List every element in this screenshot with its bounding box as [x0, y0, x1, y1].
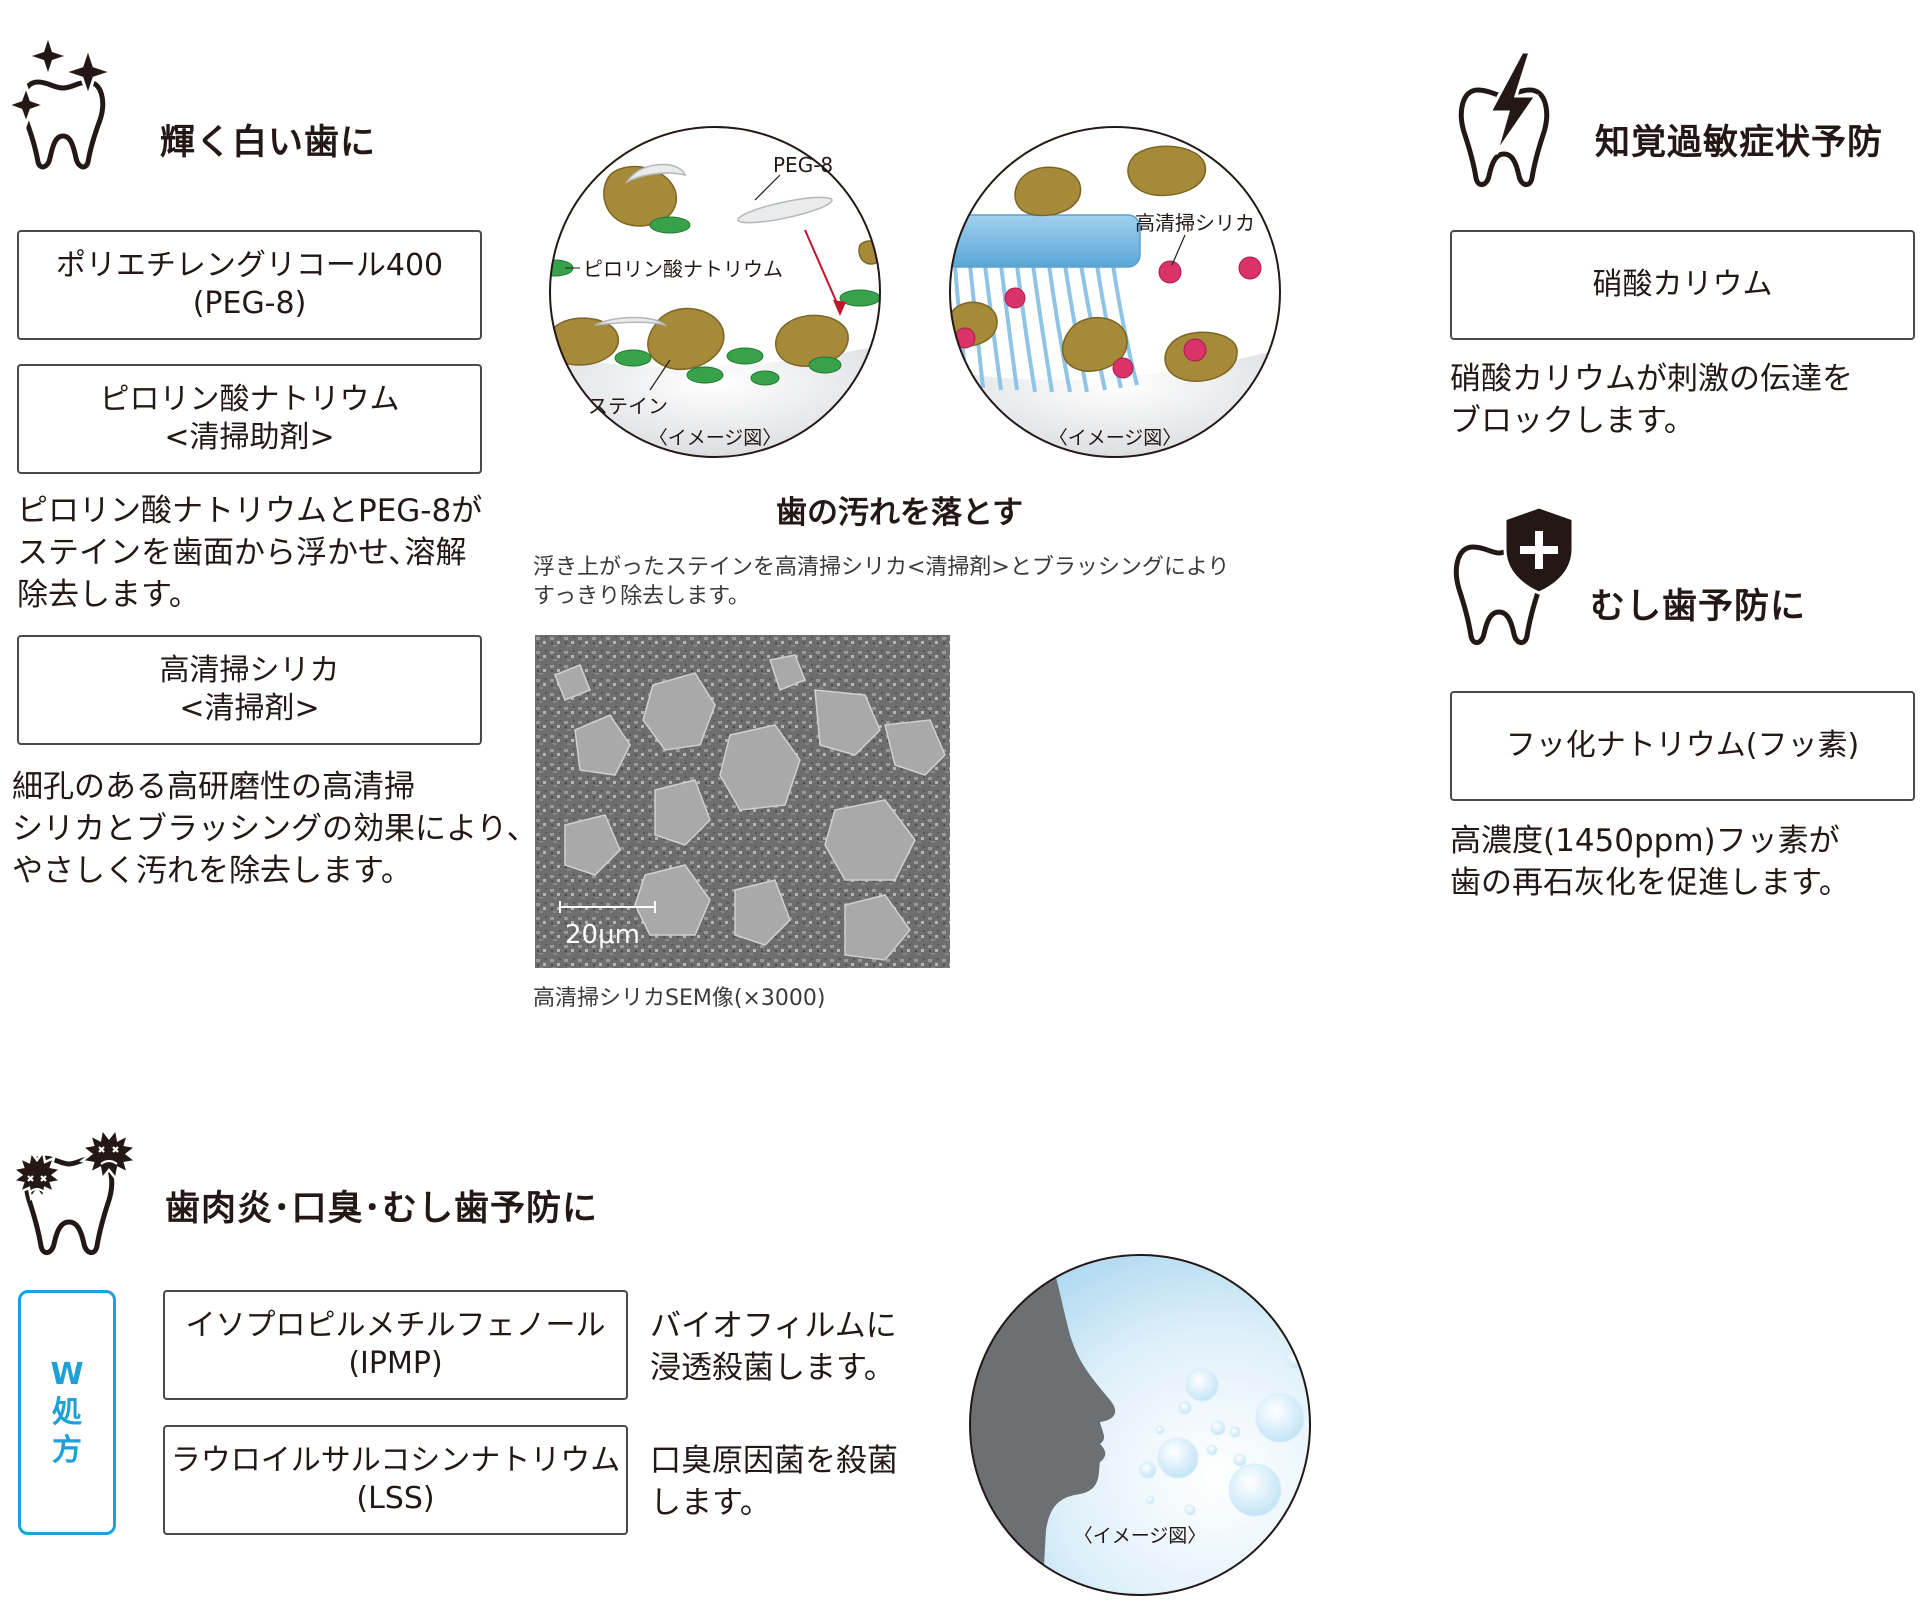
sparkle-tooth-icon	[8, 40, 117, 170]
ipmp-desc-line1: バイオフィルムに	[650, 1308, 897, 1344]
lss-desc-line1: 口臭原因菌を殺菌	[650, 1443, 898, 1479]
shield-tooth-icon	[1453, 505, 1575, 645]
ipmp-box-line2: (IPMP)	[348, 1346, 443, 1381]
potassium-nitrate-box-line1: 硝酸カリウム	[1592, 267, 1773, 302]
ipmp-desc: バイオフィルムに 浸透殺菌します。	[650, 1305, 897, 1389]
breath-diagram: 〈イメージ図〉	[969, 1254, 1311, 1596]
diagram-circle-right	[950, 127, 1280, 457]
whitening-desc-2-line3: やさしく汚れを除去します。	[12, 853, 412, 889]
germ-tooth-icon	[10, 1126, 139, 1255]
pyrophosphate-box-line1: ピロリン酸ナトリウム	[99, 382, 400, 417]
ipmp-desc-line2: 浸透殺菌します。	[650, 1350, 895, 1386]
diagram-note-line1: 浮き上がったステインを高清掃シリカ<清掃剤>とブラッシングにより	[533, 555, 1230, 580]
sodium-fluoride-box-line1: フッ化ナトリウム(フッ素)	[1505, 728, 1860, 763]
pyrophosphate-label: ピロリン酸ナトリウム	[583, 257, 783, 281]
caries-heading: むし歯予防に	[1590, 587, 1807, 627]
caries-desc-line1: 高濃度(1450ppm)フッ素が	[1450, 823, 1840, 859]
pyrophosphate-box: ピロリン酸ナトリウム <清掃助剤>	[17, 364, 482, 474]
sensitivity-heading: 知覚過敏症状予防	[1595, 123, 1884, 163]
whitening-desc-2-line2: シリカとブラッシングの効果により､	[12, 811, 523, 847]
caries-desc-line2: 歯の再石灰化を促進します。	[1450, 865, 1850, 901]
whitening-desc-1-line2: ステインを歯面から浮かせ､溶解	[17, 535, 467, 571]
silica-box-line1: 高清掃シリカ	[159, 653, 340, 688]
lss-box-line1: ラウロイルサルコシンナトリウム	[170, 1443, 621, 1478]
badge-line2: 処	[52, 1394, 82, 1430]
lss-box-line2: (LSS)	[356, 1481, 435, 1516]
image-label-left: 〈イメージ図〉	[649, 427, 782, 449]
lss-desc: 口臭原因菌を殺菌 します。	[650, 1440, 898, 1524]
caries-desc: 高濃度(1450ppm)フッ素が 歯の再石灰化を促進します。	[1450, 820, 1850, 904]
peg8-label: PEG-8	[773, 153, 833, 177]
image-label-breath: 〈イメージ図〉	[1074, 1525, 1207, 1547]
sensitivity-desc-line1: 硝酸カリウムが刺激の伝達を	[1450, 361, 1853, 397]
ipmp-box: イソプロピルメチルフェノール (IPMP)	[163, 1290, 628, 1400]
whitening-desc-1: ピロリン酸ナトリウムとPEG-8が ステインを歯面から浮かせ､溶解 除去します。	[17, 490, 482, 616]
whitening-desc-2: 細孔のある高研磨性の高清掃 シリカとブラッシングの効果により､ やさしく汚れを除…	[12, 766, 523, 892]
gum-heading: 歯肉炎･口臭･むし歯予防に	[165, 1189, 599, 1229]
peg8-box-line2: (PEG-8)	[192, 286, 307, 321]
badge-line3: 方	[52, 1432, 82, 1468]
sem-caption: 高清掃シリカSEM像(×3000)	[533, 986, 826, 1011]
ipmp-box-line1: イソプロピルメチルフェノール	[185, 1308, 606, 1343]
sodium-fluoride-box: フッ化ナトリウム(フッ素)	[1450, 691, 1915, 801]
image-label-right: 〈イメージ図〉	[1049, 427, 1182, 449]
lss-desc-line2: します。	[650, 1485, 771, 1521]
sensitivity-desc-line2: ブロックします。	[1450, 403, 1695, 439]
silica-label: 高清掃シリカ	[1135, 211, 1255, 235]
stain-label: ステイン	[588, 394, 668, 418]
whitening-desc-2-line1: 細孔のある高研磨性の高清掃	[12, 769, 415, 805]
peg8-box-line1: ポリエチレングリコール400	[55, 248, 444, 283]
sensitivity-desc: 硝酸カリウムが刺激の伝達を ブロックします。	[1450, 358, 1853, 442]
pyrophosphate-box-line2: <清掃助剤>	[164, 420, 335, 455]
badge-line1: W	[50, 1356, 84, 1392]
diagram-note: 浮き上がったステインを高清掃シリカ<清掃剤>とブラッシングにより すっきり除去し…	[533, 553, 1229, 611]
lightning-tooth-icon	[1458, 50, 1550, 187]
diagram-note-line2: すっきり除去します。	[533, 584, 750, 609]
lss-box: ラウロイルサルコシンナトリウム (LSS)	[163, 1425, 628, 1535]
whitening-desc-1-line1: ピロリン酸ナトリウムとPEG-8が	[17, 493, 483, 529]
potassium-nitrate-box: 硝酸カリウム	[1450, 230, 1915, 340]
double-formula-badge: W 処 方	[18, 1290, 116, 1535]
sem-image: 20μm	[535, 635, 950, 968]
diagram-title: 歯の汚れを落とす	[776, 495, 1024, 531]
silica-box: 高清掃シリカ <清掃剤>	[17, 635, 482, 745]
whitening-heading: 輝く白い歯に	[160, 123, 377, 163]
silica-box-line2: <清掃剤>	[179, 691, 320, 726]
sem-scale-label: 20μm	[565, 920, 640, 950]
stain-removal-diagram: PEG-8 ピロリン酸ナトリウム ステイン 〈イメージ図〉 高	[549, 126, 1281, 458]
peg8-box: ポリエチレングリコール400 (PEG-8)	[17, 230, 482, 340]
whitening-desc-1-line3: 除去します。	[17, 577, 200, 613]
